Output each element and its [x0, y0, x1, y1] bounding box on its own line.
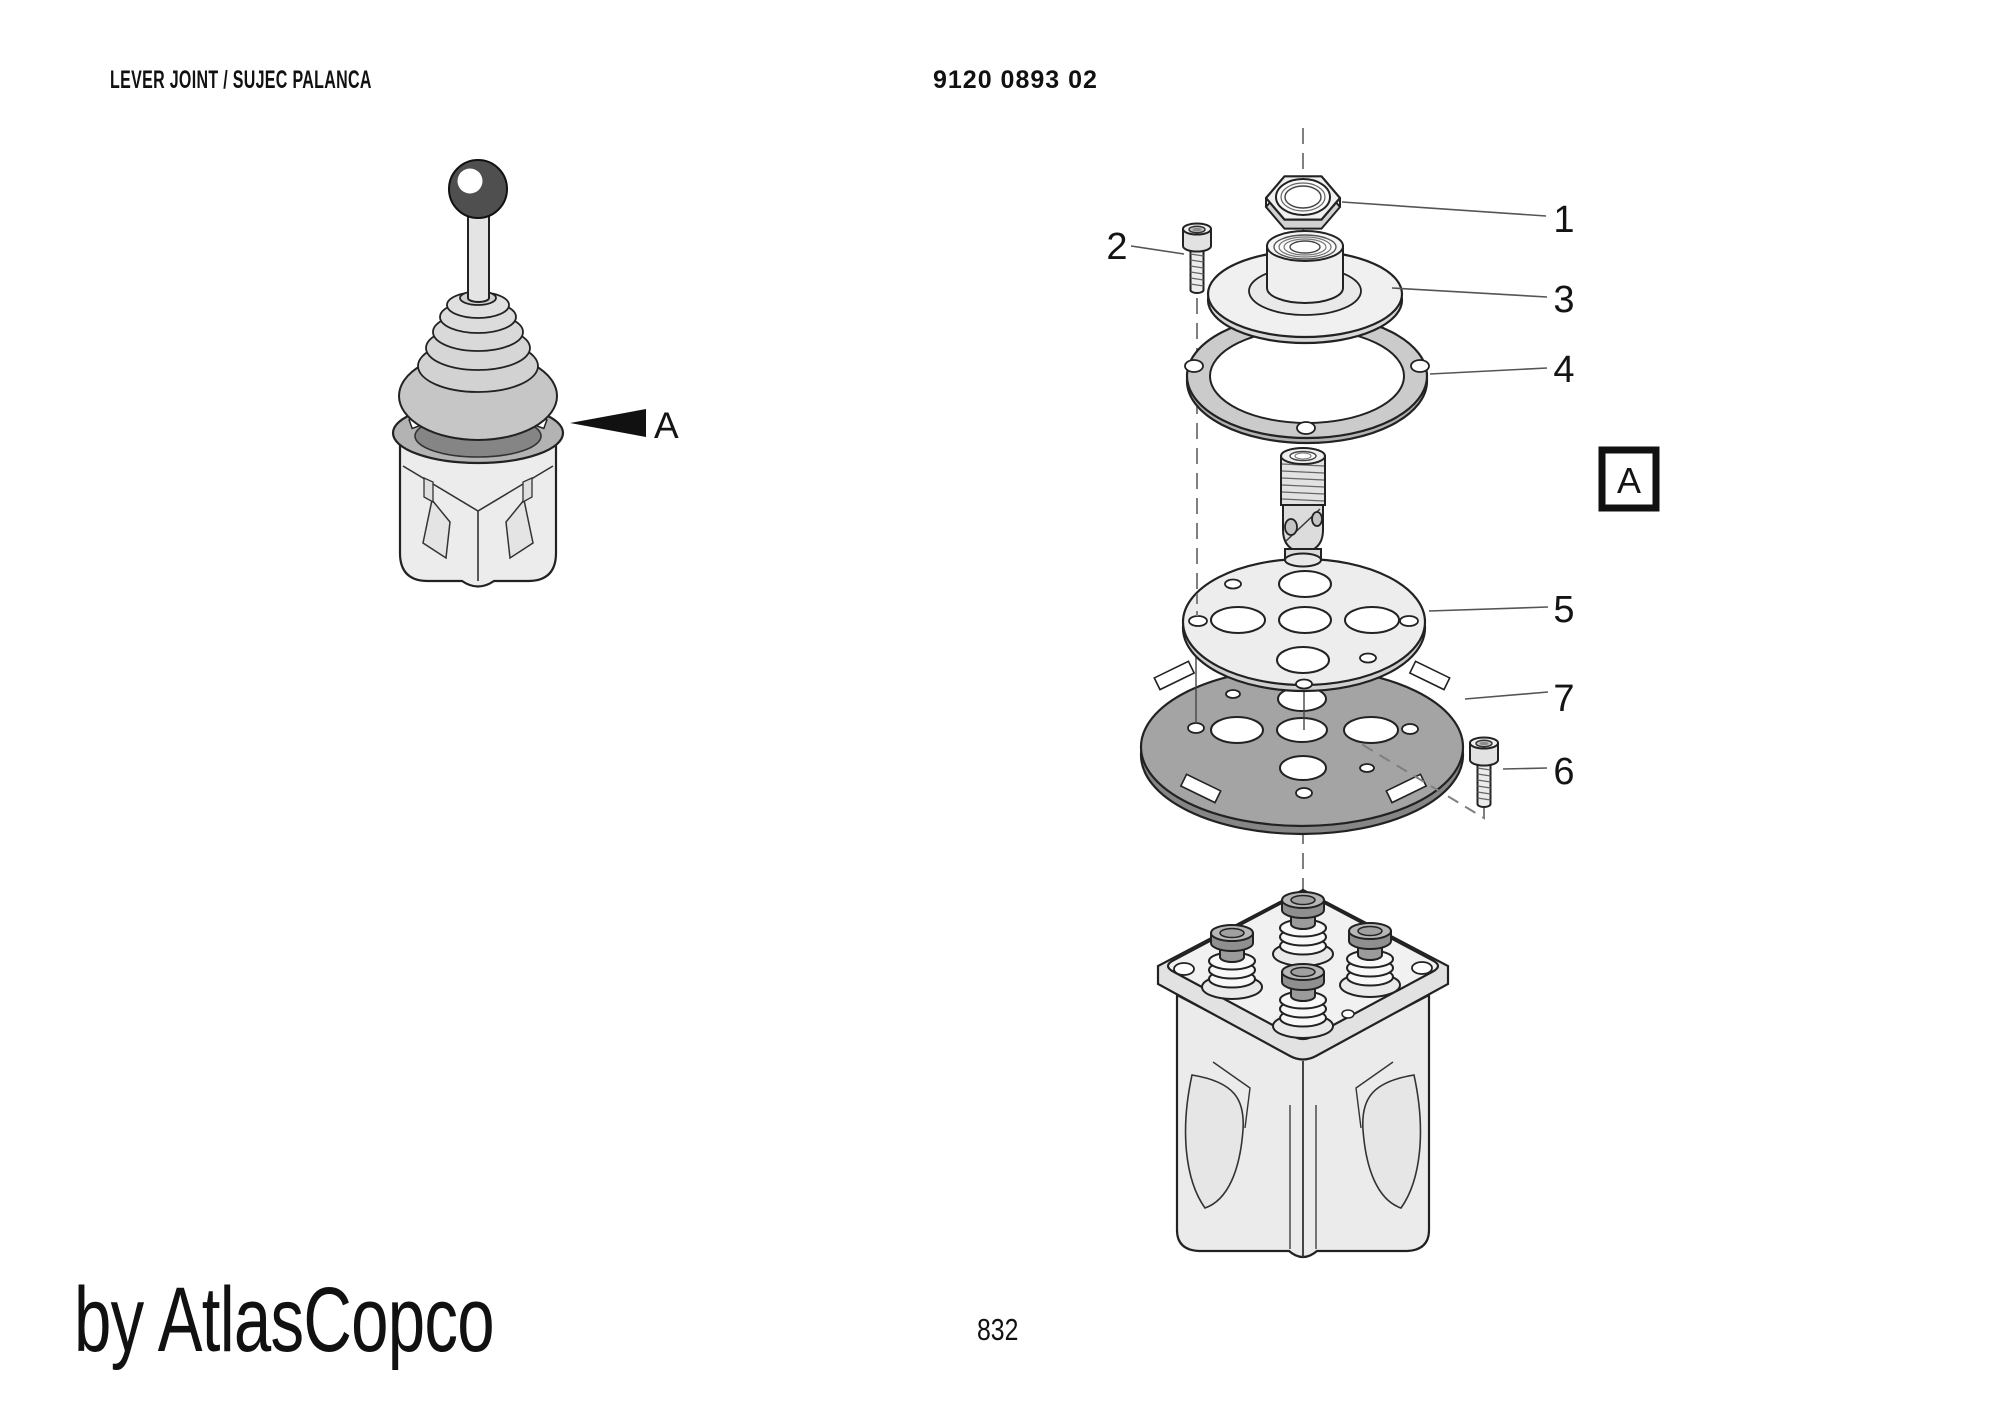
- detail-arrow: A: [570, 405, 679, 446]
- part-universal-joint: [1280, 447, 1326, 568]
- callout-number: 1: [1553, 199, 1574, 241]
- joystick-bellows-boot: [398, 290, 558, 441]
- plunger-east: [1339, 922, 1401, 998]
- plunger-south: [1272, 963, 1334, 1039]
- callout-2: 2: [1106, 226, 1185, 268]
- callout-number: 7: [1553, 678, 1574, 720]
- callout-5: 5: [1428, 589, 1575, 631]
- part-flange-bushing: [1206, 230, 1404, 345]
- callout-number: 2: [1106, 226, 1127, 268]
- plunger-west: [1201, 924, 1263, 1000]
- callout-1: 1: [1341, 199, 1575, 241]
- callout-number: 6: [1553, 751, 1574, 793]
- part-hex-nut: [1264, 175, 1342, 230]
- part-number: 9120 0893 02: [933, 66, 1098, 94]
- part-screw-lower: [1469, 736, 1499, 808]
- detail-view-box: A: [1598, 446, 1660, 512]
- joystick-assembly: A: [391, 159, 679, 588]
- callout-6: 6: [1502, 751, 1575, 793]
- part-valve-body: [1156, 888, 1450, 1259]
- part-gasket-ring: [1184, 312, 1430, 445]
- page-title: LEVER JOINT / SUJEC PALANCA: [110, 66, 372, 94]
- callout-3: 3: [1391, 279, 1575, 321]
- detail-box-label: A: [1617, 460, 1641, 501]
- callout-number: 3: [1553, 279, 1574, 321]
- page-number: 832: [977, 1312, 1019, 1347]
- detail-marker-label: A: [654, 405, 679, 446]
- plunger-north: [1272, 891, 1334, 967]
- detail-arrow-icon: [570, 409, 646, 437]
- screw-lower-centerline: [1357, 741, 1485, 820]
- callout-4: 4: [1429, 349, 1575, 391]
- callout-number: 5: [1553, 589, 1574, 631]
- part-guide-plate: [1181, 557, 1427, 693]
- joystick-lever: [448, 159, 508, 303]
- callout-number: 4: [1553, 349, 1574, 391]
- callout-7: 7: [1464, 678, 1575, 720]
- joystick-base-block: [398, 438, 558, 588]
- part-screw-upper: [1182, 222, 1212, 294]
- brand-text: by AtlasCopco: [74, 1269, 495, 1371]
